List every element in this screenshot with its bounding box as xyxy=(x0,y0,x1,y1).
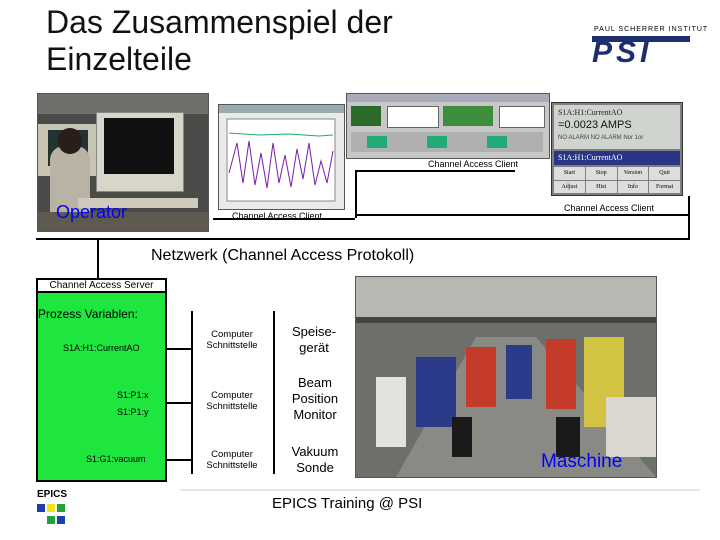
psi-logo-mark: PSI xyxy=(592,36,690,69)
network-backbone xyxy=(36,238,690,240)
pv-value: =0.0023 AMPS xyxy=(558,119,632,131)
scope-screenshot xyxy=(218,104,345,210)
psi-logo-letters: PSI xyxy=(592,36,653,69)
operator-label: Operator xyxy=(56,202,128,222)
control-panel-screenshot xyxy=(346,93,550,159)
pv-name: S1A:H1:CurrentAO xyxy=(558,108,623,117)
panel-button-start[interactable]: Start xyxy=(554,167,585,180)
operator-photo xyxy=(37,93,209,232)
link-pv3-interface xyxy=(165,459,191,461)
panel-button-format[interactable]: Format xyxy=(649,180,680,193)
psi-logo: PAUL SCHERRER INSTITUT PSI xyxy=(556,18,707,70)
client-bus-line-3 xyxy=(355,214,690,216)
network-label: Netzwerk (Channel Access Protokoll) xyxy=(151,247,415,264)
right-bus-vertical xyxy=(688,196,690,240)
device-power-supply: Speise-gerät xyxy=(291,324,337,355)
interface-label-3: Computer Schnittstelle xyxy=(206,449,258,471)
client-label-1: Channel Access Client xyxy=(428,159,519,169)
panel-button-version[interactable]: Version xyxy=(617,167,649,180)
client-bus-line-1 xyxy=(213,218,355,220)
footer-text: EPICS Training @ PSI xyxy=(272,495,423,512)
client-bus-line-2 xyxy=(355,170,515,172)
pv-display-panel: S1A:H1:CurrentAO =0.0023 AMPS NO ALARM N… xyxy=(551,102,683,196)
client-bus-vertical xyxy=(355,170,357,218)
pv-item-x: S1:P1:x xyxy=(117,390,149,400)
interface-bus xyxy=(191,311,193,474)
epics-logo: EPICS xyxy=(37,490,77,530)
slide-title: Das Zusammenspiel der Einzelteile xyxy=(46,4,393,77)
device-beam-position-monitor: Beam Position Monitor xyxy=(291,375,339,422)
psi-logo-institute-text: PAUL SCHERRER INSTITUT xyxy=(594,26,709,33)
client-label-2: Channel Access Client xyxy=(232,211,323,221)
pv-name-bar: S1A:H1:CurrentAO xyxy=(558,153,623,162)
pv-status: NO ALARM NO ALARM Nor 1or xyxy=(558,135,644,141)
link-pv1-interface xyxy=(165,348,191,350)
panel-button-quit[interactable]: Quit xyxy=(649,167,680,180)
client-label-3: Channel Access Client xyxy=(564,203,655,213)
server-header: Channel Access Server xyxy=(36,278,167,293)
process-variables-panel xyxy=(38,293,165,480)
panel-button-adjust[interactable]: Adjust xyxy=(554,180,585,193)
pv-item-vacuum: S1:G1:vacuum xyxy=(86,454,146,464)
panel-button-stop[interactable]: Stop xyxy=(585,167,617,180)
device-vacuum-probe: Vakuum Sonde xyxy=(291,444,339,475)
footer-separator xyxy=(180,489,700,491)
panel-button-info[interactable]: Info xyxy=(617,180,649,193)
machine-label: Maschine xyxy=(541,451,623,472)
interface-label-1: Computer Schnittstelle xyxy=(206,329,258,351)
epics-logo-text: EPICS xyxy=(37,489,68,500)
pv-item-current: S1A:H1:CurrentAO xyxy=(63,343,140,353)
server-drop-line xyxy=(97,238,99,278)
link-pv2-interface xyxy=(165,402,191,404)
machine-photo xyxy=(355,276,657,478)
pv-item-y: S1:P1:y xyxy=(117,407,149,417)
process-variables-title: Prozess Variablen: xyxy=(38,307,138,321)
device-bus xyxy=(273,311,275,474)
panel-button-hist[interactable]: Hist xyxy=(585,180,617,193)
interface-label-2: Computer Schnittstelle xyxy=(206,390,258,412)
